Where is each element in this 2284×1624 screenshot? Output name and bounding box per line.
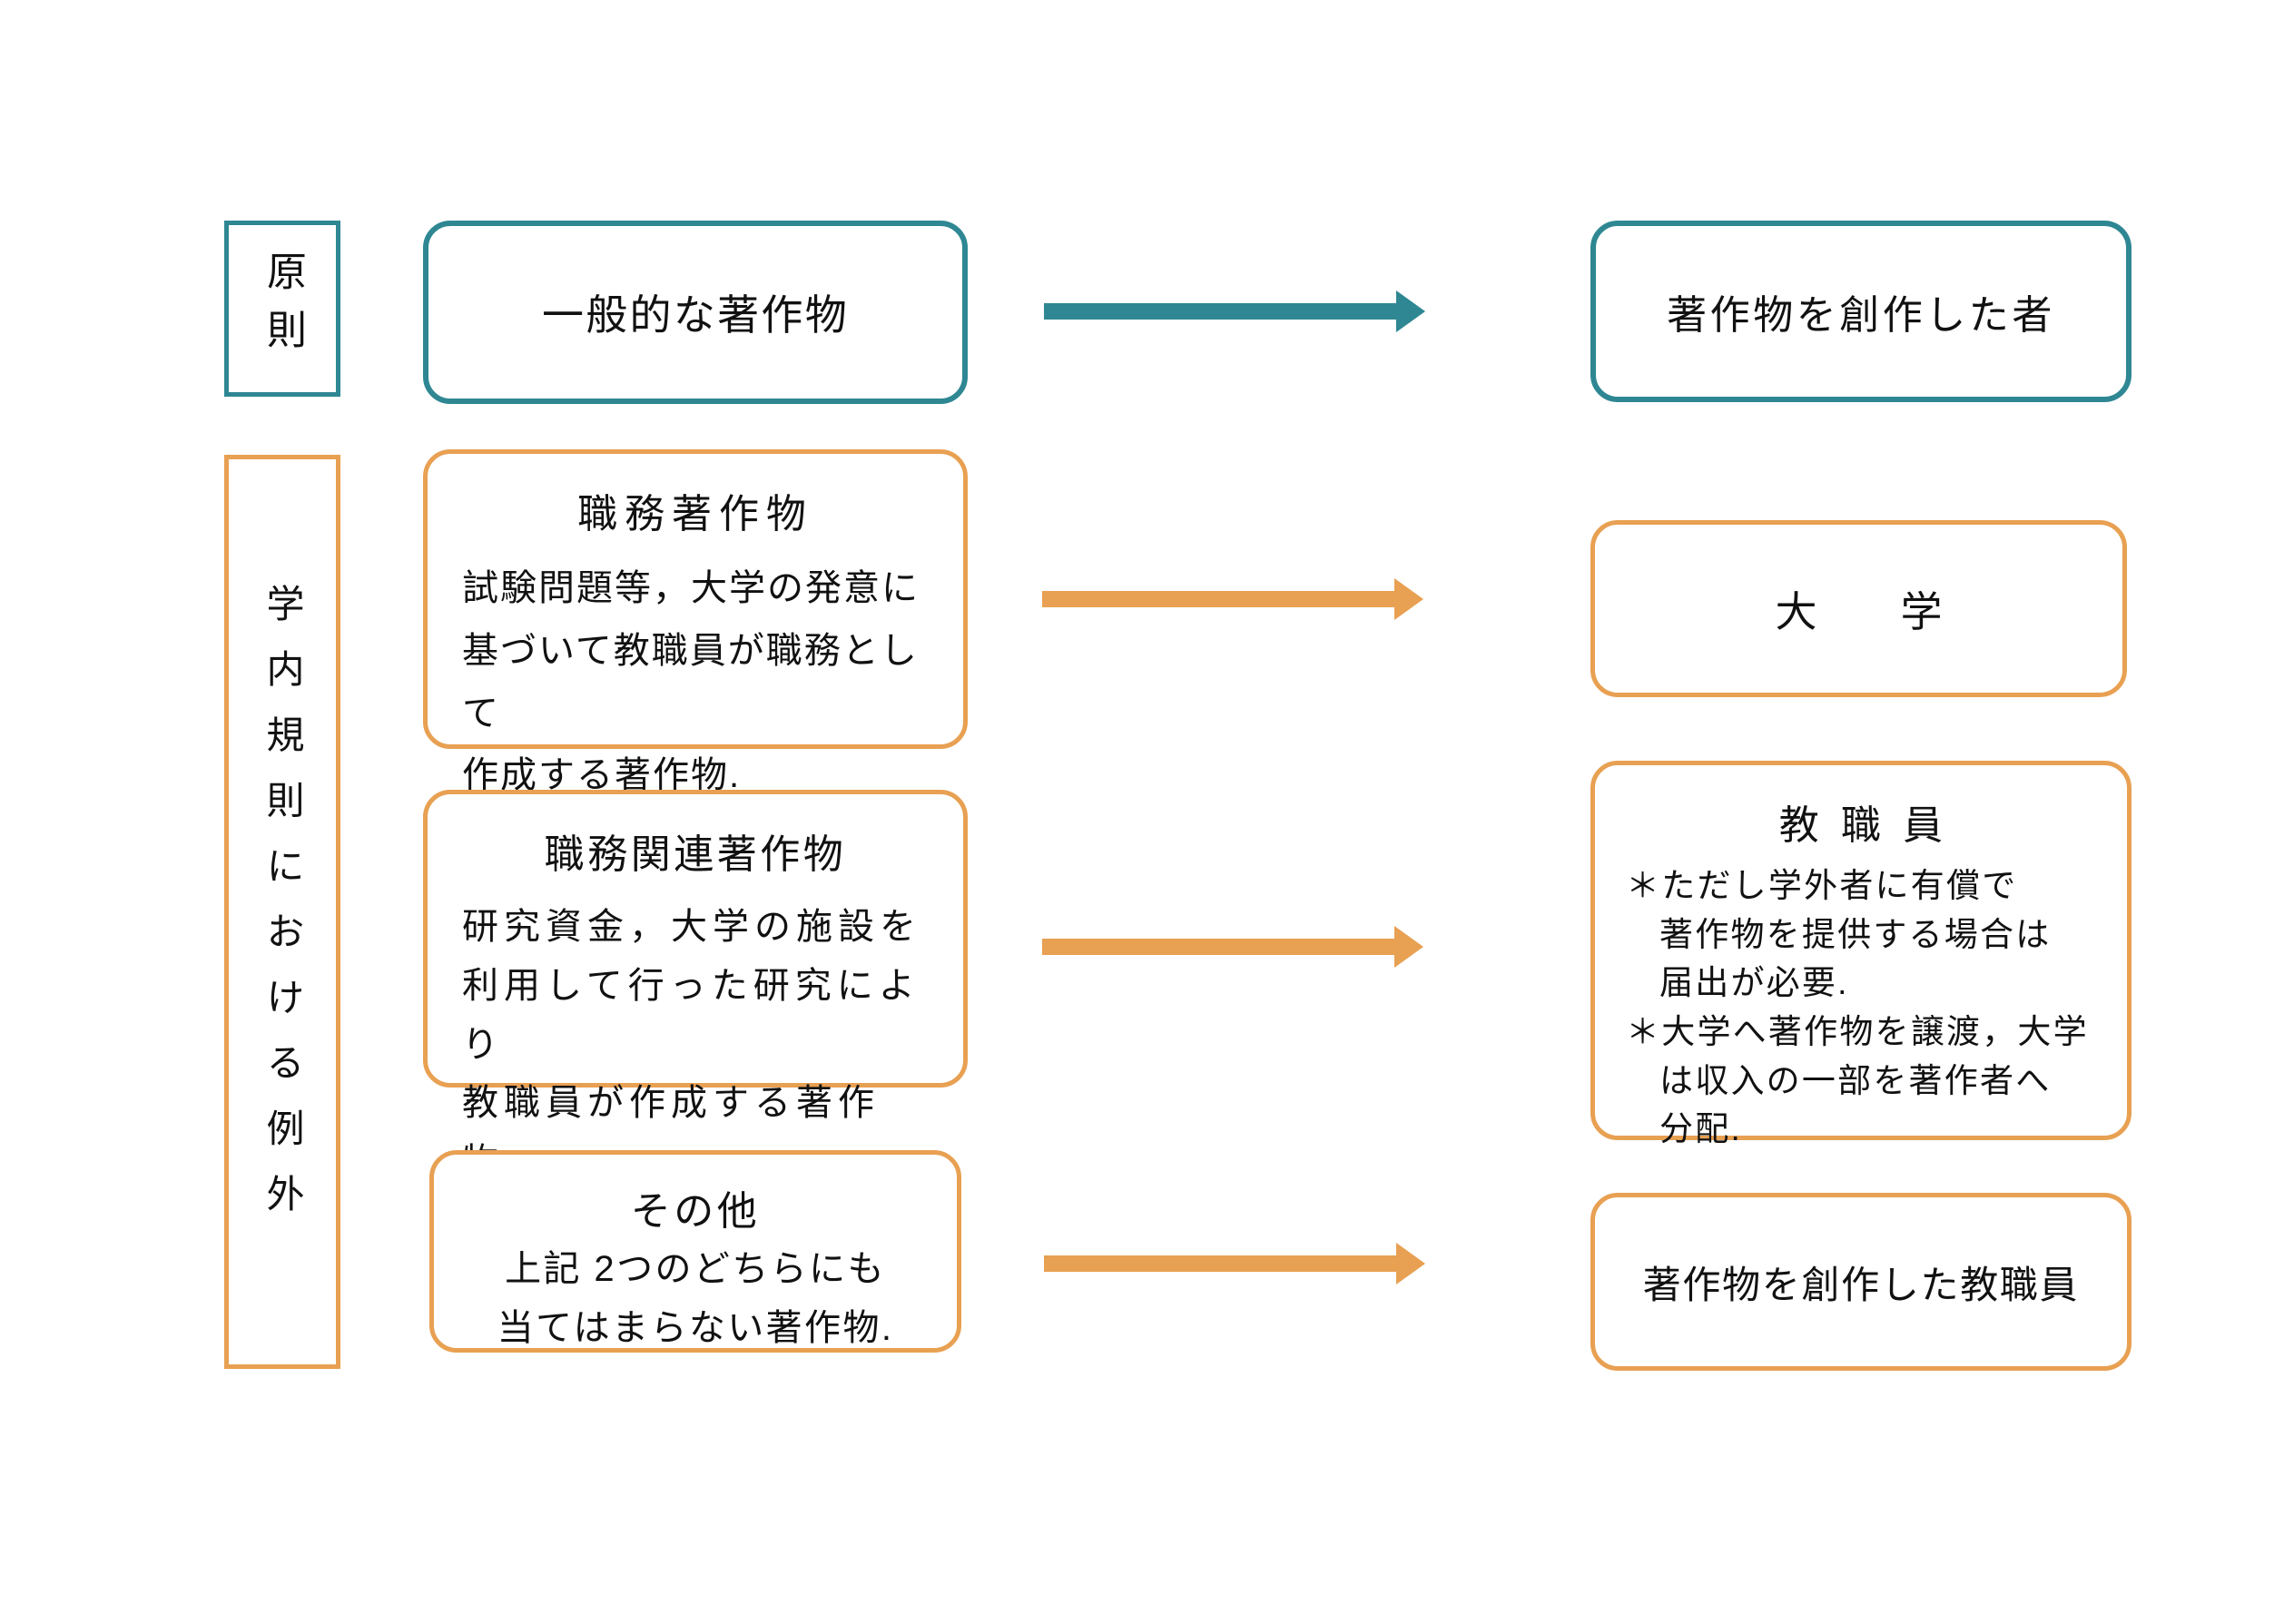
faculty-notes: ＊ただし学外者に有償で 著作物を提供する場合は 届出が必要. ＊大学へ著作物を譲… <box>1595 861 2127 1154</box>
arrow-head <box>1394 578 1423 620</box>
box-creating-faculty-label: 著作物を創作した教職員 <box>1642 1263 2080 1306</box>
arrow-shaft <box>1042 591 1394 607</box>
exception-label: 学内規則における例外 <box>261 584 304 1240</box>
box-work-for-hire: 職務著作物 試験問題等，大学の発意に 基づいて教職員が職務として 作成する著作物… <box>423 449 968 795</box>
box-title: 教職員 <box>1778 803 1965 848</box>
box-other-works: その他 上記 2つのどちらにも 当てはまらない著作物. <box>429 1150 961 1353</box>
principle-label-box: 原則 <box>224 221 340 397</box>
box-university-label: 大学 <box>1775 587 2026 635</box>
box-title: その他 <box>630 1189 761 1234</box>
arrow-shaft <box>1044 1255 1396 1272</box>
note-item: ＊大学へ著作物を譲渡，大学 は収入の一部を著作者へ 分配. <box>1626 1012 2089 1148</box>
arrow-right-icon <box>1042 926 1423 968</box>
arrow-right-icon <box>1044 290 1425 332</box>
box-body: 試験問題等，大学の発意に 基づいて教職員が職務として 作成する著作物. <box>462 568 920 796</box>
principle-label: 原則 <box>261 251 305 367</box>
box-title: 職務著作物 <box>577 492 813 536</box>
arrow-right-icon <box>1044 1243 1425 1284</box>
box-title: 職務関連著作物 <box>544 832 847 877</box>
box-general-work-label: 一般的な著作物 <box>541 291 850 339</box>
arrow-head <box>1396 290 1425 332</box>
arrow-shaft <box>1042 939 1394 955</box>
box-body: 上記 2つのどちらにも 当てはまらない著作物. <box>497 1249 894 1348</box>
box-creator: 著作物を創作した者 <box>1590 221 2131 402</box>
box-creating-faculty: 著作物を創作した教職員 <box>1590 1193 2131 1371</box>
box-faculty-staff: 教職員 ＊ただし学外者に有償で 著作物を提供する場合は 届出が必要. ＊大学へ著… <box>1590 761 2131 1147</box>
arrow-head <box>1394 926 1423 968</box>
box-creator-label: 著作物を創作した者 <box>1667 293 2055 338</box>
arrow-right-icon <box>1042 578 1423 620</box>
box-university: 大学 <box>1590 520 2127 697</box>
box-body: 研究資金，大学の施設を 利用して行った研究により 教職員が作成する著作物. <box>462 907 921 1182</box>
note-item: ＊ただし学外者に有償で 著作物を提供する場合は 届出が必要. <box>1626 867 2052 1002</box>
exception-label-box: 学内規則における例外 <box>224 455 340 1369</box>
arrow-head <box>1396 1243 1425 1284</box>
box-general-work: 一般的な著作物 <box>423 221 968 404</box>
box-work-related: 職務関連著作物 研究資金，大学の施設を 利用して行った研究により 教職員が作成す… <box>423 790 968 1182</box>
arrow-shaft <box>1044 303 1396 320</box>
